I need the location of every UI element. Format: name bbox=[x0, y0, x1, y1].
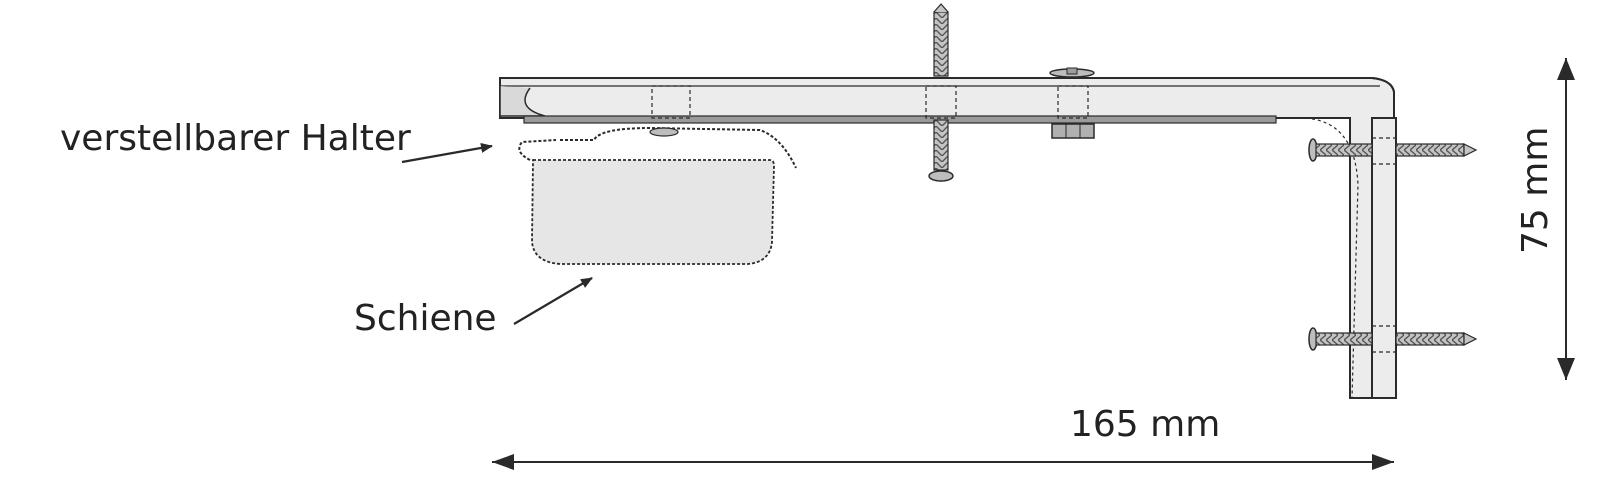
arrow-icon bbox=[401, 143, 493, 164]
bracket bbox=[499, 77, 1397, 399]
width-dimension bbox=[492, 454, 1394, 470]
label-height: 75 mm bbox=[1515, 127, 1556, 254]
label-rail: Schiene bbox=[354, 298, 497, 339]
vertical-screw-icon bbox=[928, 3, 954, 182]
height-dimension bbox=[1557, 58, 1575, 380]
adjustable-holder bbox=[518, 126, 797, 169]
bolt-icon bbox=[1049, 67, 1095, 78]
arrow-icon bbox=[513, 277, 593, 325]
label-adjustable-holder: verstellbarer Halter bbox=[60, 118, 411, 159]
wall-screw-upper-icon bbox=[1308, 138, 1478, 162]
label-width: 165 mm bbox=[1070, 404, 1220, 445]
rail bbox=[531, 159, 775, 265]
wall-screw-lower-icon bbox=[1308, 327, 1478, 351]
nut-icon bbox=[1051, 123, 1095, 139]
